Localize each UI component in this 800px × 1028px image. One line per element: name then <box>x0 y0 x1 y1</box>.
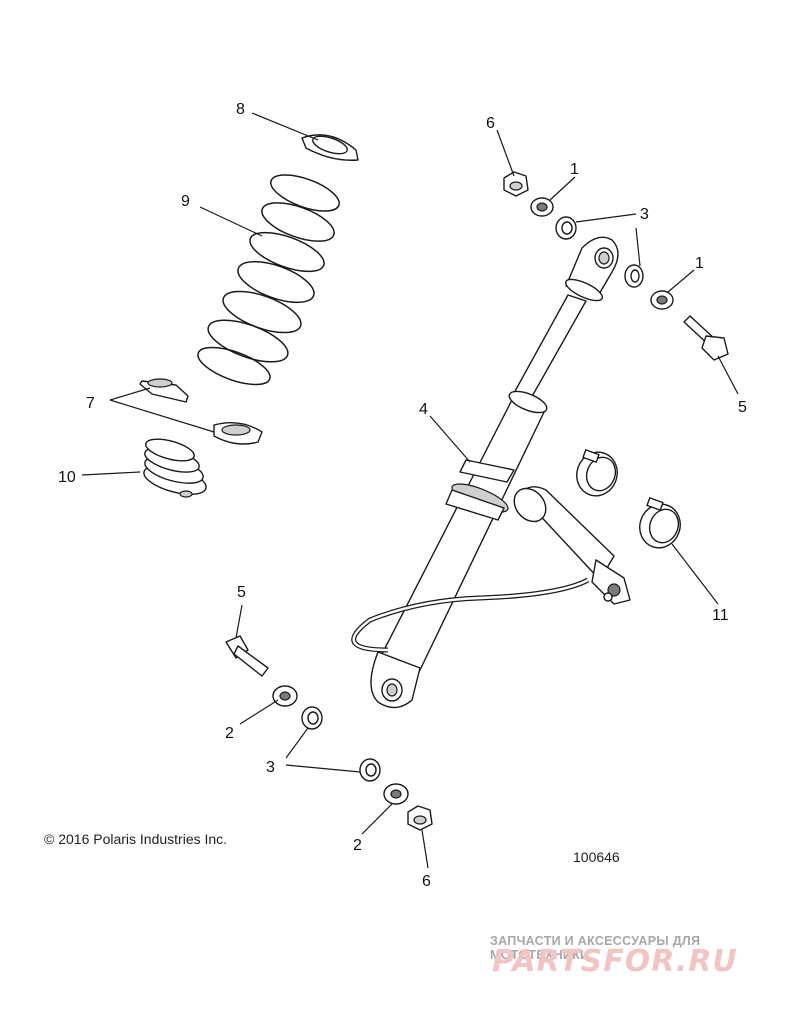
callout-1-right: 1 <box>695 255 704 272</box>
callout-7: 7 <box>86 395 95 412</box>
washer-left-part <box>301 706 323 730</box>
callout-5-right: 5 <box>738 399 747 416</box>
coil-spring-part <box>197 174 340 386</box>
nut-bottom-part <box>407 805 433 831</box>
drawing-number: 100646 <box>573 849 620 865</box>
callout-9: 9 <box>181 193 190 210</box>
bushing-bottom-part <box>383 783 409 805</box>
callout-1-top: 1 <box>570 161 579 178</box>
callout-6-top: 6 <box>486 115 495 132</box>
spring-seat-upper-part <box>139 378 189 403</box>
washer-top-part <box>555 216 577 240</box>
callout-5-left: 5 <box>237 584 246 601</box>
spring-seat-lower-part <box>213 422 263 445</box>
callout-4: 4 <box>419 401 428 418</box>
washer-right-part <box>624 264 644 288</box>
copyright-text: © 2016 Polaris Industries Inc. <box>44 831 228 847</box>
callout-2-bottom: 2 <box>353 837 362 854</box>
bolt-left-part <box>225 635 269 677</box>
crossover-coupler-part <box>143 438 207 498</box>
callout-10: 10 <box>58 469 76 486</box>
callout-11: 11 <box>712 607 729 624</box>
hose-clamp-part-2 <box>639 497 681 549</box>
callout-3-bottom: 3 <box>266 759 275 776</box>
callout-3-top: 3 <box>640 206 649 223</box>
callout-2-left: 2 <box>225 725 234 742</box>
callout-6-bottom: 6 <box>422 873 431 890</box>
bolt-right-part <box>683 315 729 361</box>
bushing-top-part <box>530 197 554 217</box>
spring-retainer-part <box>301 134 359 161</box>
hose-clamp-part <box>576 449 618 497</box>
washer-bottom-part <box>359 758 381 782</box>
watermark-tagline: ЗАПЧАСТИ И АКСЕССУАРЫ ДЛЯ МОТОТЕХНИКИ <box>490 934 701 962</box>
callout-8: 8 <box>236 101 245 118</box>
shock-absorber-part <box>351 236 631 709</box>
nut-top-part <box>503 171 529 197</box>
bushing-right-part <box>650 290 674 310</box>
leader-lines <box>81 112 739 869</box>
bushing-left-part <box>272 685 298 707</box>
watermark-logo: PARTSFOR.RU <box>492 944 738 979</box>
